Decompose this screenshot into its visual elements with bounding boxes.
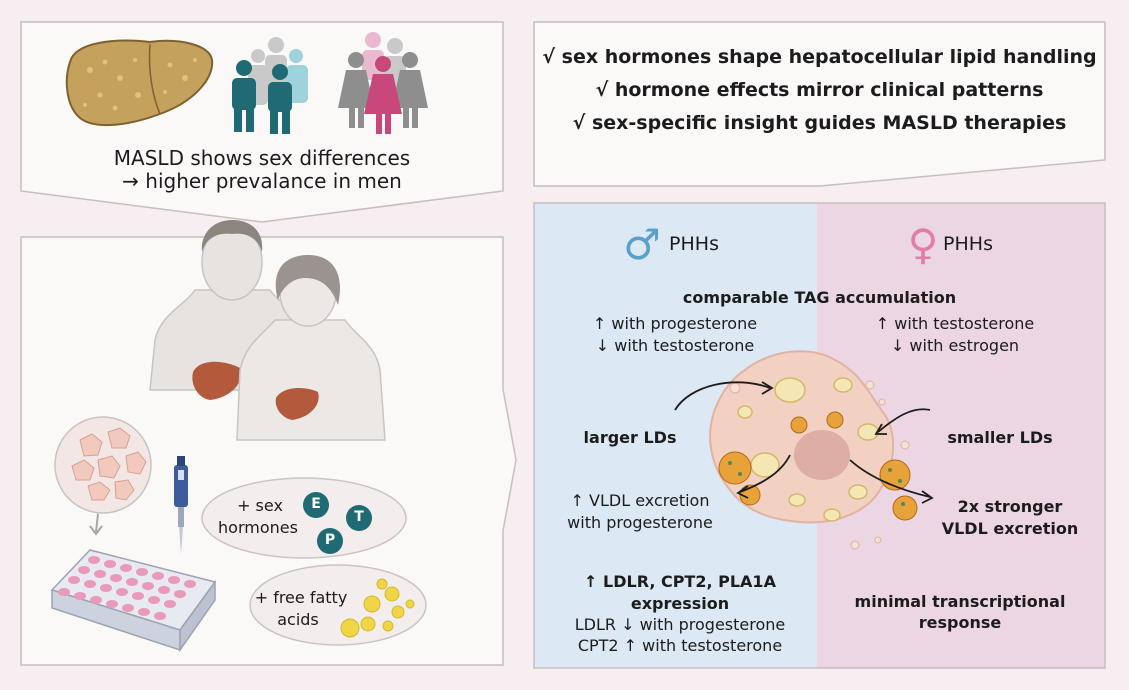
male-title: PHHs xyxy=(669,233,719,255)
conclusion-item-1: √ sex hormones shape hepatocellular lipi… xyxy=(542,46,1097,68)
nucleus xyxy=(794,430,850,480)
female-title: PHHs xyxy=(943,233,993,255)
well-plate-icon xyxy=(50,549,217,653)
hormones-bubble xyxy=(201,477,407,559)
female-transcript-1: minimal transcriptional xyxy=(854,592,1066,611)
male-vldl-2: with progesterone xyxy=(567,513,713,532)
female-vldl-2: VLDL excretion xyxy=(941,519,1079,538)
masld-line2: → higher prevalance in men xyxy=(122,169,402,193)
male-genes-4: CPT2 ↑ with testosterone xyxy=(577,636,783,655)
female-symbol-icon: ♀ xyxy=(907,220,939,269)
top-right-panel xyxy=(533,21,1106,187)
estrogen-badge xyxy=(303,492,329,518)
hormones-label-2: hormones xyxy=(218,518,298,537)
female-tag-up: ↑ with testosterone xyxy=(875,314,1035,333)
female-vldl-1: 2x stronger xyxy=(957,497,1063,516)
conclusion-item-3: √ sex-specific insight guides MASLD ther… xyxy=(572,112,1067,134)
male-tag-down: ↓ with testosterone xyxy=(595,336,755,355)
male-symbol-icon: ♂ xyxy=(623,220,661,269)
female-ld-size: smaller LDs xyxy=(947,428,1053,447)
testosterone-label: T xyxy=(354,509,364,525)
progesterone-label: P xyxy=(324,532,336,548)
male-ld-size: larger LDs xyxy=(583,428,677,447)
tag-title: comparable TAG accumulation xyxy=(682,288,957,307)
hepatocyte-body xyxy=(709,350,895,524)
bottom-left-panel xyxy=(20,236,517,666)
woman-figure xyxy=(236,255,386,441)
male-tag-up: ↑ with progesterone xyxy=(592,314,758,333)
female-transcript-2: response xyxy=(918,613,1002,632)
testosterone-badge xyxy=(346,505,372,531)
ffa-label-1: + free fatty xyxy=(254,588,348,607)
conclusion-item-2: √ hormone effects mirror clinical patter… xyxy=(595,79,1044,101)
hormones-label-1: + sex xyxy=(237,496,283,515)
progesterone-badge xyxy=(317,528,343,554)
male-genes-1: ↑ LDLR, CPT2, PLA1A xyxy=(584,572,776,591)
estrogen-label: E xyxy=(311,496,321,512)
male-vldl-1: ↑ VLDL excretion xyxy=(570,491,710,510)
comparison-panel-border xyxy=(533,202,1106,669)
female-tag-down: ↓ with estrogen xyxy=(890,336,1020,355)
ffa-label-2: acids xyxy=(277,610,319,629)
masld-line1: MASLD shows sex differences xyxy=(113,146,411,170)
male-genes-2: expression xyxy=(630,594,730,613)
male-genes-3: LDLR ↓ with progesterone xyxy=(574,615,786,634)
pipette-icon xyxy=(174,456,188,555)
